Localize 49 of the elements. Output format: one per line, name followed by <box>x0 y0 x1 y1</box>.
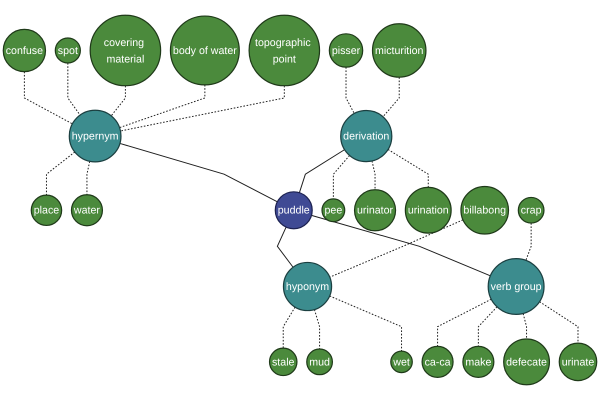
node-circle: verb group <box>488 258 545 316</box>
connector <box>46 152 76 196</box>
connector <box>478 306 498 347</box>
connector <box>388 148 429 188</box>
connector <box>24 71 73 124</box>
node-circle: ca-ca <box>422 346 454 378</box>
connector <box>522 313 528 340</box>
node-circle: hypernym <box>68 110 122 163</box>
node-circle: place <box>30 194 62 226</box>
connector <box>120 85 285 132</box>
node-circle: crap <box>518 196 545 224</box>
node-circle: derivation <box>340 110 392 162</box>
node-circle: water <box>70 194 104 226</box>
connector <box>67 62 81 116</box>
node-circle: hyponym <box>282 262 332 312</box>
connector <box>298 149 346 194</box>
node-circle: puddle <box>274 191 313 230</box>
connector <box>437 298 492 347</box>
connector <box>310 214 491 276</box>
connector <box>329 219 464 278</box>
connector <box>332 154 350 200</box>
node-circle: mud <box>306 348 333 376</box>
node-circle: urinator <box>354 189 396 232</box>
node-circle: pisser <box>328 33 364 68</box>
connector <box>382 76 400 118</box>
node-circle: pee <box>321 198 346 222</box>
connector <box>314 309 320 350</box>
connector <box>282 306 296 349</box>
node-circle: spot <box>54 37 81 64</box>
connector <box>539 301 578 344</box>
node-circle: body of water <box>170 15 240 86</box>
node-circle: make <box>462 346 494 378</box>
connector <box>119 142 278 202</box>
node-circle: topographic point <box>248 14 320 86</box>
connector <box>119 84 206 128</box>
connector <box>346 66 355 114</box>
node-circle: wet <box>390 350 413 374</box>
connector <box>329 295 402 352</box>
node-circle: covering material <box>90 14 162 86</box>
connector <box>110 85 126 116</box>
node-circle: urination <box>404 186 452 234</box>
node-circle: billabong <box>460 186 510 235</box>
node-circle: stale <box>268 348 298 376</box>
node-circle: confuse <box>2 28 46 72</box>
node-circle: defecate <box>503 338 550 386</box>
node-circle: micturition <box>372 23 427 78</box>
node-circle: urinate <box>558 342 598 382</box>
connector <box>372 160 376 190</box>
connector <box>525 222 532 261</box>
